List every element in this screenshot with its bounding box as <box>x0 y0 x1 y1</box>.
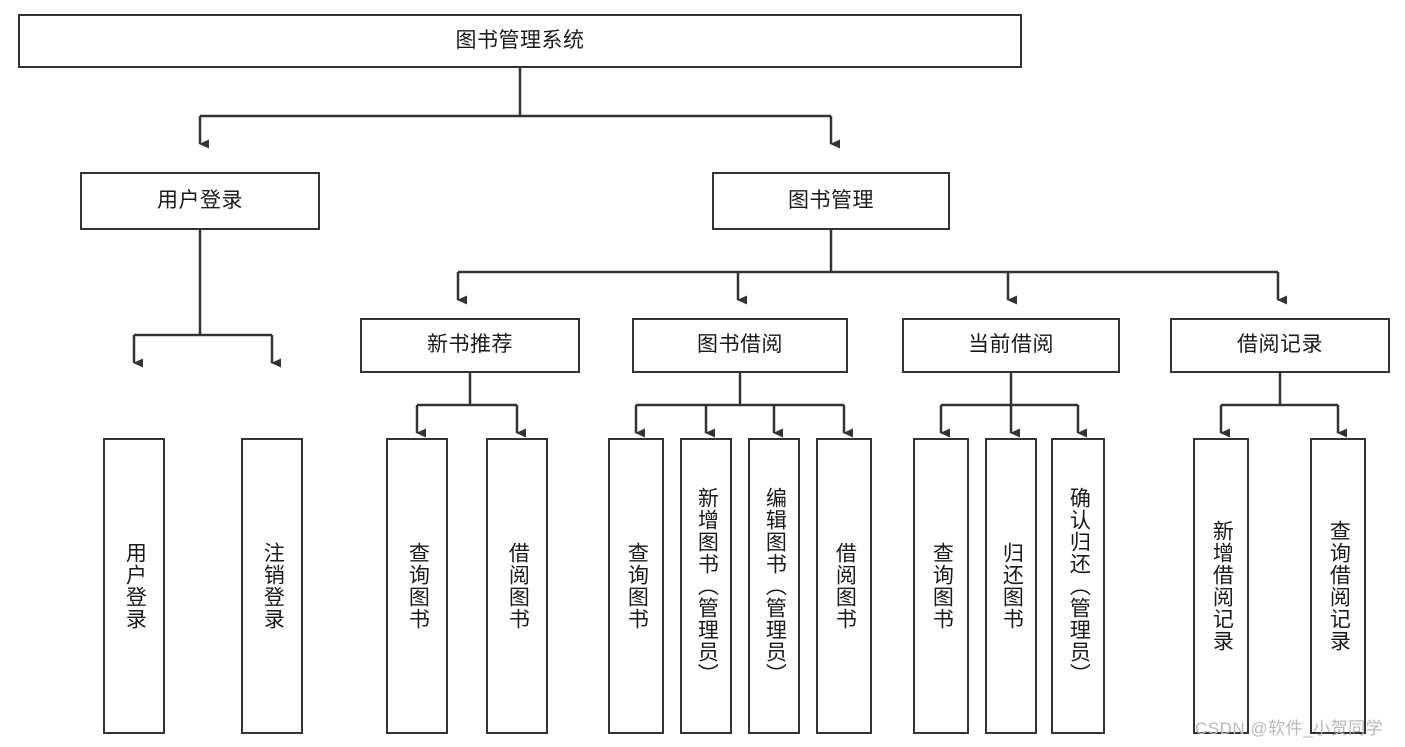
level3-label-3: 借阅记录 <box>1237 333 1323 357</box>
leaf-label-4: 查询图书 <box>625 542 649 630</box>
level2-label-1: 图书管理 <box>788 188 874 212</box>
level2-label-0: 用户登录 <box>157 188 243 212</box>
leaf-box-5[interactable]: 新增图书（管理员） <box>680 438 732 734</box>
leaf-box-3[interactable]: 借阅图书 <box>486 438 548 734</box>
level3-label-1: 图书借阅 <box>697 333 783 357</box>
csdn-watermark: CSDN @软件_小贺同学 <box>1195 719 1384 738</box>
leaf-label-5: 新增图书（管理员） <box>695 487 719 685</box>
leaf-box-9[interactable]: 归还图书 <box>985 438 1037 734</box>
level3-label-2: 当前借阅 <box>968 333 1054 357</box>
leaf-box-8[interactable]: 查询图书 <box>913 438 969 734</box>
edge-paths <box>132 68 1347 438</box>
leaf-box-12[interactable]: 查询借阅记录 <box>1310 438 1366 734</box>
leaf-label-7: 借阅图书 <box>833 542 857 630</box>
level3-box-3[interactable]: 借阅记录 <box>1170 318 1390 373</box>
leaf-label-3: 借阅图书 <box>506 542 530 630</box>
leaf-box-4[interactable]: 查询图书 <box>608 438 664 734</box>
leaf-box-2[interactable]: 查询图书 <box>386 438 448 734</box>
leaf-label-6: 编辑图书（管理员） <box>763 487 787 685</box>
leaf-label-2: 查询图书 <box>406 542 430 630</box>
leaf-box-1[interactable]: 注销登录 <box>241 438 303 734</box>
leaf-box-10[interactable]: 确认归还（管理员） <box>1051 438 1105 734</box>
leaf-label-10: 确认归还（管理员） <box>1067 487 1091 685</box>
leaf-label-0: 用户登录 <box>123 542 147 630</box>
leaf-label-12: 查询借阅记录 <box>1327 520 1351 652</box>
level3-label-0: 新书推荐 <box>427 333 513 357</box>
leaf-box-0[interactable]: 用户登录 <box>103 438 165 734</box>
level3-box-1[interactable]: 图书借阅 <box>632 318 848 373</box>
level2-box-0[interactable]: 用户登录 <box>80 172 320 230</box>
root-box-0[interactable]: 图书管理系统 <box>18 14 1022 68</box>
leaf-box-6[interactable]: 编辑图书（管理员） <box>748 438 800 734</box>
level3-box-2[interactable]: 当前借阅 <box>902 318 1120 373</box>
leaf-box-11[interactable]: 新增借阅记录 <box>1193 438 1249 734</box>
leaf-label-1: 注销登录 <box>261 542 285 630</box>
leaf-label-8: 查询图书 <box>930 542 954 630</box>
level2-box-1[interactable]: 图书管理 <box>712 172 950 230</box>
leaf-label-11: 新增借阅记录 <box>1210 520 1234 652</box>
level3-box-0[interactable]: 新书推荐 <box>360 318 580 373</box>
leaf-box-7[interactable]: 借阅图书 <box>816 438 872 734</box>
root-label-0: 图书管理系统 <box>455 28 585 52</box>
leaf-label-9: 归还图书 <box>1000 542 1024 630</box>
